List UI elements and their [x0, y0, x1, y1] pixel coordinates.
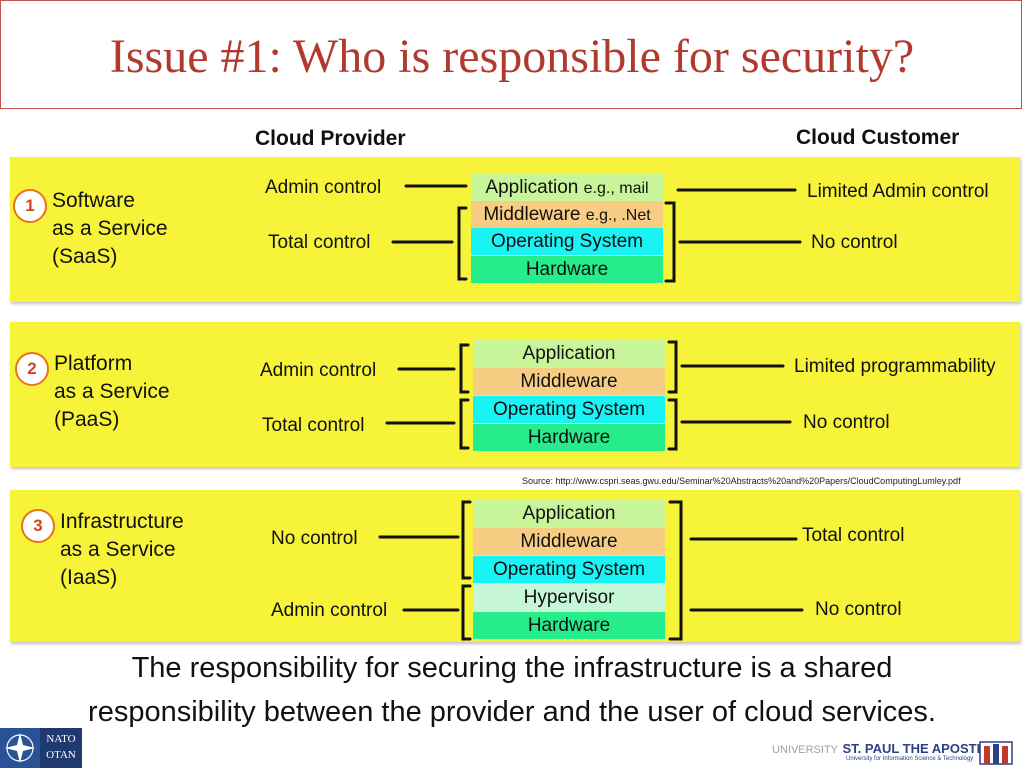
- iaas-layer-application: Application: [473, 500, 665, 527]
- paas-layer-middleware: Middleware: [473, 368, 665, 395]
- saas-number-badge: 1: [13, 189, 47, 223]
- paas-service-name: Platform as a Service (PaaS): [54, 350, 170, 434]
- paas-layer-hardware: Hardware: [473, 424, 665, 451]
- saas-layer-hardware: Hardware: [471, 256, 663, 283]
- iaas-layer-operating-system: Operating System: [473, 556, 665, 583]
- nato-text: NATO OTAN: [42, 731, 80, 763]
- service-line: Platform: [54, 352, 133, 375]
- university-word: UNIVERSITY: [772, 744, 839, 756]
- saas-layer-middleware: Middleware e.g., .Net: [471, 201, 663, 228]
- service-line: Software: [52, 189, 135, 212]
- saas-service-name: Software as a Service (SaaS): [52, 187, 168, 271]
- nato-line: NATO: [46, 733, 76, 745]
- paas-left-control-bottom: Total control: [262, 415, 365, 436]
- service-line: as a Service: [52, 217, 168, 240]
- slide-title: Issue #1: Who is responsible for securit…: [109, 30, 915, 83]
- university-emblem-icon: [978, 736, 1014, 766]
- paas-number-badge: 2: [15, 352, 49, 386]
- service-line: as a Service: [60, 538, 176, 561]
- nato-logo: NATO OTAN: [0, 728, 82, 768]
- service-line: as a Service: [54, 380, 170, 403]
- iaas-layer-middleware: Middleware: [473, 528, 665, 555]
- layer-name: Application: [485, 177, 579, 198]
- saas-right-control-bottom: No control: [811, 232, 898, 253]
- iaas-right-control-bottom: No control: [815, 599, 902, 620]
- layer-example: e.g., mail: [583, 180, 649, 197]
- caption-line: responsibility between the provider and …: [88, 696, 936, 728]
- saas-right-control-top: Limited Admin control: [807, 181, 989, 202]
- iaas-layer-hardware: Hardware: [473, 612, 665, 639]
- saas-left-control-bottom: Total control: [268, 232, 371, 253]
- saas-left-control-top: Admin control: [265, 177, 382, 198]
- paas-left-control-top: Admin control: [260, 360, 377, 381]
- service-line: (IaaS): [60, 566, 118, 589]
- nato-star-icon: [0, 728, 40, 768]
- service-line: (PaaS): [54, 408, 120, 431]
- layer-example: e.g., .Net: [585, 207, 651, 224]
- iaas-left-control-top: No control: [271, 528, 358, 549]
- service-line: Infrastructure: [60, 510, 184, 533]
- iaas-service-name: Infrastructure as a Service (IaaS): [60, 508, 184, 592]
- iaas-right-control-top: Total control: [802, 525, 905, 546]
- iaas-number-badge: 3: [21, 509, 55, 543]
- caption: The responsibility for securing the infr…: [0, 646, 1024, 734]
- layer-name: Middleware: [483, 204, 581, 225]
- paas-layer-operating-system: Operating System: [473, 396, 665, 423]
- iaas-left-control-bottom: Admin control: [271, 600, 388, 621]
- paas-right-control-top: Limited programmability: [794, 356, 996, 377]
- university-logo: UNIVERSITY ST. PAUL THE APOSTLE: [772, 740, 993, 758]
- paas-layer-application: Application: [473, 340, 665, 367]
- saas-layer-operating-system: Operating System: [471, 228, 663, 255]
- university-subtitle: University for Information Science & Tec…: [846, 756, 974, 762]
- service-line: (SaaS): [52, 245, 118, 268]
- paas-right-control-bottom: No control: [803, 412, 890, 433]
- title-box: Issue #1: Who is responsible for securit…: [0, 0, 1022, 109]
- source-citation: Source: http://www.cspri.seas.gwu.edu/Se…: [522, 476, 961, 486]
- caption-line: The responsibility for securing the infr…: [131, 652, 893, 684]
- cloud-customer-heading: Cloud Customer: [796, 126, 960, 149]
- saas-layer-application: Application e.g., mail: [471, 174, 663, 201]
- university-name: ST. PAUL THE APOSTLE: [842, 741, 994, 756]
- iaas-layer-hypervisor: Hypervisor: [473, 584, 665, 611]
- nato-line: OTAN: [46, 749, 76, 761]
- cloud-provider-heading: Cloud Provider: [255, 127, 406, 150]
